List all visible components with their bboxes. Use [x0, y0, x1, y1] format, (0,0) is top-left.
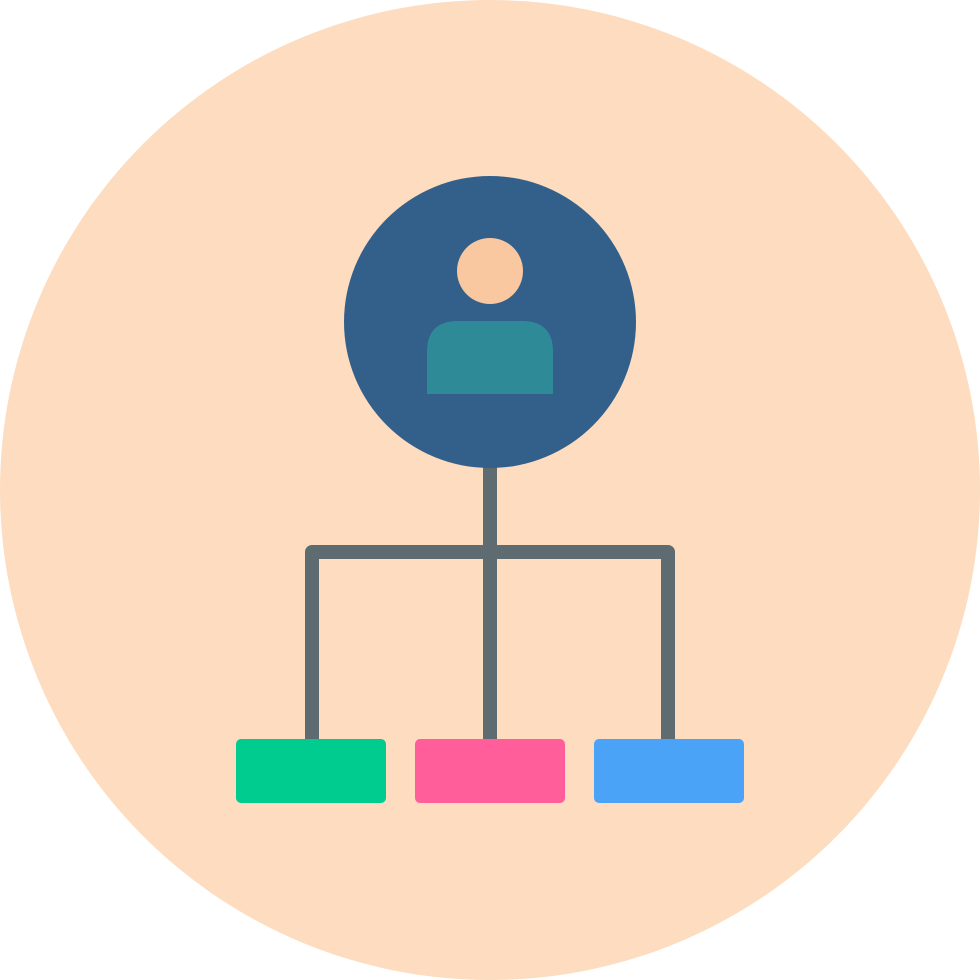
child-node-pink — [415, 739, 565, 803]
connector-lines — [305, 453, 675, 747]
hierarchy-connectors — [305, 453, 675, 747]
child-node-blue — [594, 739, 744, 803]
user-body-icon — [427, 321, 553, 394]
root-node — [344, 176, 636, 468]
child-node-green — [236, 739, 386, 803]
child-nodes — [236, 739, 744, 803]
user-head-icon — [457, 238, 523, 304]
